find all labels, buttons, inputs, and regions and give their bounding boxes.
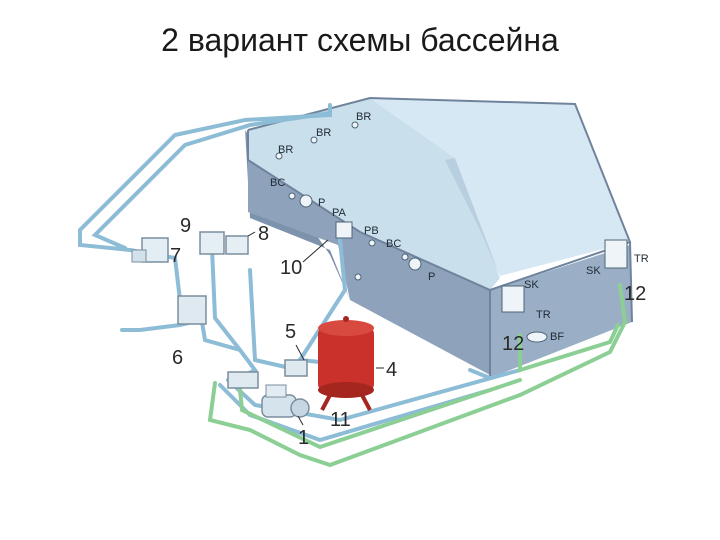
label-br-3: BR [356,111,371,123]
control-box-9 [199,231,225,255]
callout-8: 8 [258,223,269,245]
valve-5 [284,359,308,377]
label-p-2: P [428,271,435,283]
pool-slope [370,98,630,276]
label-br-1: BR [278,144,293,156]
label-bc-2: BC [386,238,401,250]
pool-water-surface [248,98,500,290]
callout-12-left: 12 [502,333,524,355]
callout-7: 7 [170,245,181,267]
leader-lines [247,231,384,426]
callout-4: 4 [386,359,397,381]
green-pipes [207,283,628,468]
valve-6 [177,295,207,325]
pump [261,384,310,418]
manifold [227,371,259,389]
control-box-8 [225,235,249,255]
callout-6: 6 [172,347,183,369]
label-tr-2: TR [634,253,649,265]
pool-right-wall [490,245,632,378]
label-bc-1: BC [270,177,285,189]
callout-11: 11 [330,409,351,431]
label-sk-2: SK [586,265,601,277]
callout-10: 10 [280,257,302,279]
label-br-2: BR [316,127,331,139]
pool-basin [245,96,633,378]
callout-12-right: 12 [624,283,646,305]
label-pa: PA [332,207,347,219]
page-title: 2 вариант схемы бассейна [161,22,559,58]
pressure-tank [318,316,374,411]
label-pb: PB [364,225,379,237]
label-tr-1: TR [536,309,551,321]
label-p-1: P [318,197,325,209]
callout-5: 5 [285,321,296,343]
callout-1: 1 [298,427,309,449]
filter-unit-7 [131,237,169,263]
pool-fittings [275,121,628,343]
label-sk-1: SK [524,279,539,291]
label-bf: BF [550,331,564,343]
callout-9: 9 [180,215,191,237]
pool-deep-slope [445,158,500,276]
